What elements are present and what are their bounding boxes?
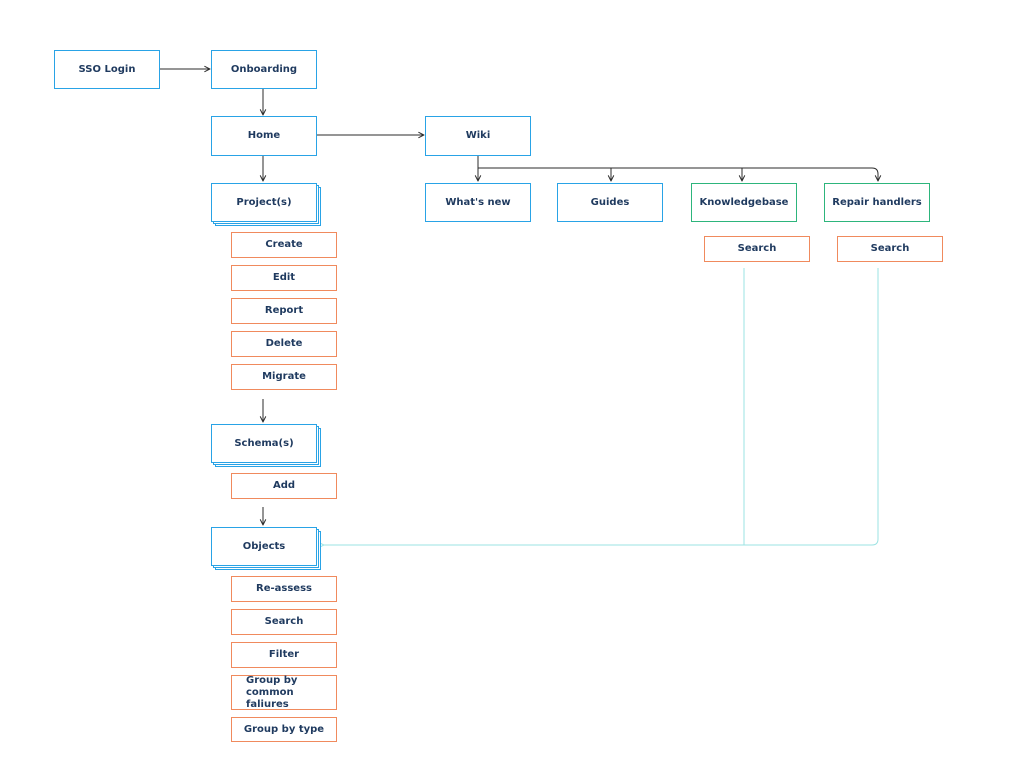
repair-handlers-search-action[interactable]: Search — [837, 236, 943, 262]
node-whats-new[interactable]: What's new — [425, 183, 531, 222]
project-action-report[interactable]: Report — [231, 298, 337, 324]
object-action-reassess[interactable]: Re-assess — [231, 576, 337, 602]
object-action-filter[interactable]: Filter — [231, 642, 337, 668]
object-action-group-by-type[interactable]: Group by type — [231, 717, 337, 742]
object-action-search[interactable]: Search — [231, 609, 337, 635]
project-action-create[interactable]: Create — [231, 232, 337, 258]
project-action-delete[interactable]: Delete — [231, 331, 337, 357]
node-onboarding[interactable]: Onboarding — [211, 50, 317, 89]
object-action-group-common-failures[interactable]: Group by common faliures — [231, 675, 337, 710]
knowledgebase-search-action[interactable]: Search — [704, 236, 810, 262]
node-sso-login[interactable]: SSO Login — [54, 50, 160, 89]
project-action-edit[interactable]: Edit — [231, 265, 337, 291]
link-repair-search-objects — [324, 268, 879, 545]
schema-action-add[interactable]: Add — [231, 473, 337, 499]
node-knowledgebase[interactable]: Knowledgebase — [691, 183, 797, 222]
node-repair-handlers[interactable]: Repair handlers — [824, 183, 930, 222]
node-home[interactable]: Home — [211, 116, 317, 156]
arrow-wiki-branch — [477, 156, 878, 181]
node-schemas[interactable]: Schema(s) — [211, 424, 317, 463]
node-wiki[interactable]: Wiki — [425, 116, 531, 156]
node-guides[interactable]: Guides — [557, 183, 663, 222]
node-projects[interactable]: Project(s) — [211, 183, 317, 222]
node-objects[interactable]: Objects — [211, 527, 317, 566]
project-action-migrate[interactable]: Migrate — [231, 364, 337, 390]
